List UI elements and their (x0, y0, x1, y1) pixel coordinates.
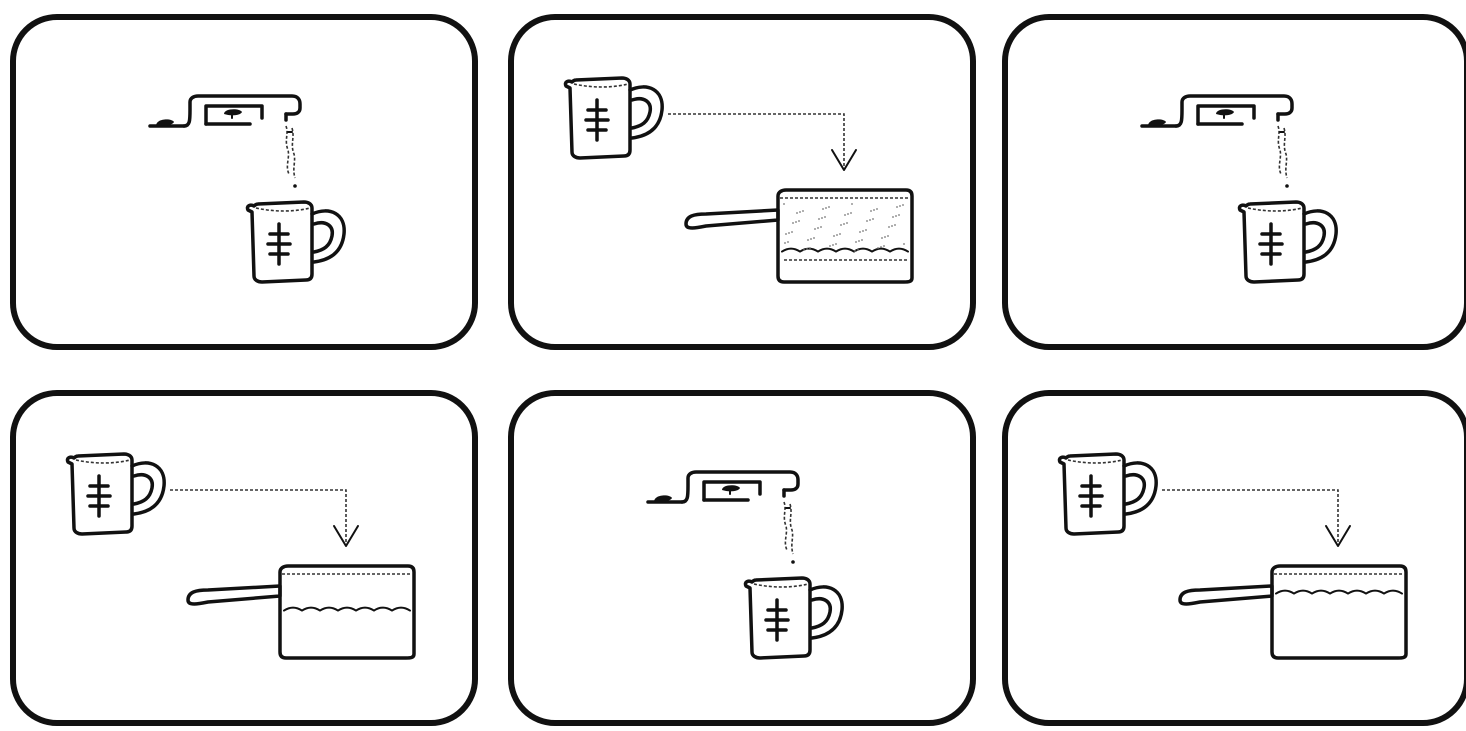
panel-6-scene (1002, 390, 1466, 726)
panel-3-scene (1002, 14, 1466, 350)
panel-frame (13, 17, 475, 347)
panel-1-scene (10, 14, 478, 350)
panel-5-scene (508, 390, 976, 726)
panel-frame (511, 393, 973, 723)
panel-4 (10, 390, 478, 726)
panel-2-scene (508, 14, 976, 350)
panel-3 (1002, 14, 1466, 350)
panel-frame (1005, 393, 1466, 723)
panel-frame (1005, 17, 1466, 347)
panel-1 (10, 14, 478, 350)
panel-5 (508, 390, 976, 726)
panel-4-scene (10, 390, 478, 726)
panel-2 (508, 14, 976, 350)
panel-frame (13, 393, 475, 723)
panel-6 (1002, 390, 1466, 726)
panel-frame (511, 17, 973, 347)
